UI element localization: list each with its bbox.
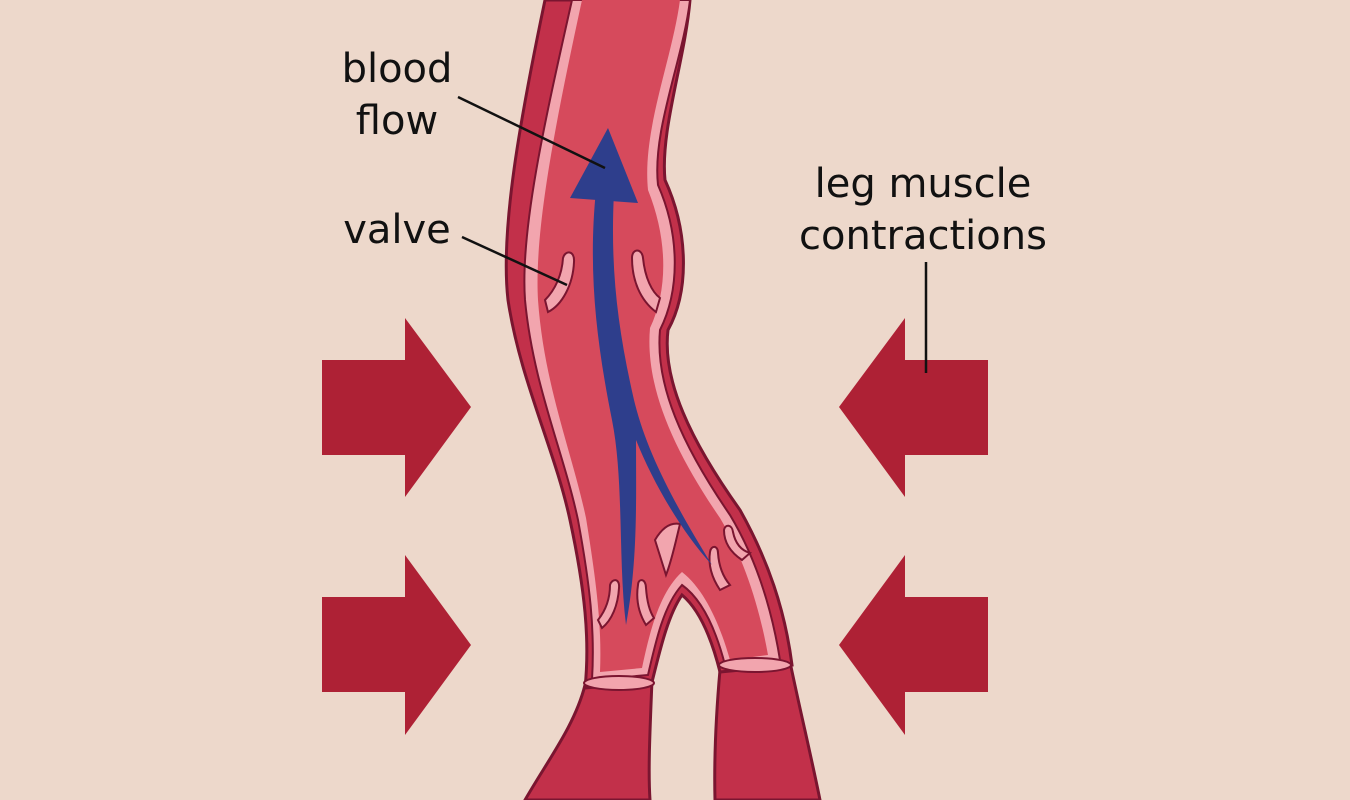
muscle-label-line2: contractions	[799, 213, 1047, 259]
left-arrow-upper	[322, 318, 471, 497]
vein-rim-right	[718, 657, 792, 673]
blood-flow-arrow	[570, 128, 712, 625]
valve-lower-5	[722, 524, 753, 562]
valve-lower-1	[596, 579, 621, 630]
valve-lower-4	[708, 545, 732, 592]
vein-left-branch	[523, 678, 654, 800]
blood-flow-label-line1: blood	[342, 46, 453, 92]
valves	[543, 249, 753, 630]
right-arrow-lower	[839, 555, 988, 735]
blood-flow-leader	[457, 95, 606, 170]
valve-label: valve	[343, 207, 451, 253]
blood-flow-arrowhead	[570, 128, 638, 203]
vein-rim-left	[583, 675, 655, 691]
valve-leader	[461, 235, 568, 287]
muscle-label-line1: leg muscle	[815, 161, 1032, 207]
blood-flow-label-line2: flow	[356, 98, 438, 144]
valve-lower-3	[653, 522, 682, 578]
muscle-arrows	[322, 318, 988, 735]
vein-right-branch	[713, 660, 822, 800]
left-arrow-lower	[322, 555, 471, 735]
valve-lower-2	[636, 579, 656, 627]
valve-upper-right	[630, 249, 662, 314]
leader-lines	[457, 95, 928, 373]
vein	[504, 0, 822, 800]
right-arrow-upper	[839, 318, 988, 497]
blood-flow-arrow-shaft	[592, 190, 712, 625]
